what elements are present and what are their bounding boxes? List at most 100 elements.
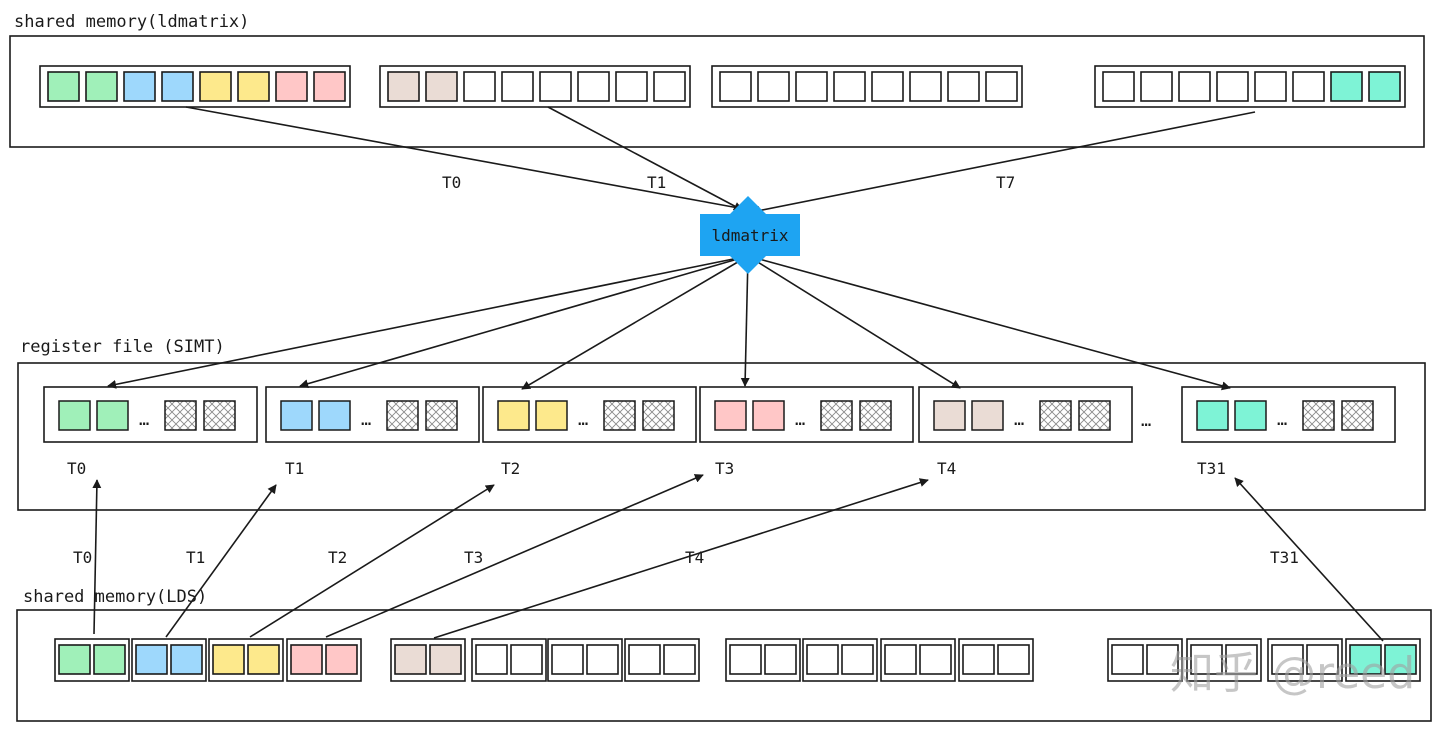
arrow-lds-t2 <box>249 484 495 638</box>
register-cell <box>58 400 91 431</box>
register-cell-unused <box>1341 400 1374 431</box>
watermark: 知乎 @reed <box>1170 648 1415 699</box>
lds-cell <box>586 644 619 675</box>
register-cell <box>971 400 1004 431</box>
register-cell <box>714 400 747 431</box>
arrow-ldmatrix-to-t3 <box>740 255 750 387</box>
memory-cell <box>719 71 752 102</box>
lds-cell <box>1349 644 1382 675</box>
smem-ldmatrix-label: shared memory(ldmatrix) <box>14 12 249 32</box>
register-ellipsis: … <box>578 410 588 430</box>
register-cell <box>1234 400 1267 431</box>
memory-cell <box>463 71 496 102</box>
register-cell-unused <box>425 400 458 431</box>
memory-cell <box>85 71 118 102</box>
lds-label-t3: T3 <box>464 548 483 567</box>
arrow-lds-t1 <box>165 484 277 638</box>
lds-cell <box>290 644 323 675</box>
smem-ldmatrix-rows <box>39 65 1406 108</box>
register-cell-unused <box>1078 400 1111 431</box>
memory-cell <box>425 71 458 102</box>
lds-cell <box>170 644 203 675</box>
lds-cell <box>1225 644 1258 675</box>
reg-label-t1: T1 <box>285 459 304 478</box>
lds-cell <box>764 644 797 675</box>
reg-label-t31: T31 <box>1197 459 1226 478</box>
arrow-ldmatrix-to-t1 <box>299 255 749 389</box>
memory-cell <box>795 71 828 102</box>
register-file-label: register file (SIMT) <box>20 337 225 357</box>
arrow-lds-t31 <box>1234 477 1384 642</box>
memory-cell <box>615 71 648 102</box>
register-cell-unused <box>820 400 853 431</box>
lds-cell <box>729 644 762 675</box>
ldmatrix-label: ldmatrix <box>711 226 788 245</box>
register-cell-unused <box>386 400 419 431</box>
lds-cell <box>628 644 661 675</box>
memory-cell <box>1292 71 1325 102</box>
memory-cell <box>947 71 980 102</box>
ldmatrix-node: ldmatrix <box>700 196 800 274</box>
lds-cell <box>135 644 168 675</box>
lds-cell <box>394 644 427 675</box>
lds-cell <box>884 644 917 675</box>
memory-cell <box>47 71 80 102</box>
register-ellipsis: … <box>1014 410 1024 430</box>
lds-cell <box>510 644 543 675</box>
lds-label-t4: T4 <box>685 548 704 567</box>
register-cell-unused <box>603 400 636 431</box>
memory-cell <box>501 71 534 102</box>
arrow-ldmatrix-to-t0 <box>107 255 749 389</box>
lds-cell <box>962 644 995 675</box>
register-cell-unused <box>203 400 236 431</box>
memory-cell <box>577 71 610 102</box>
lds-cell <box>663 644 696 675</box>
register-ellipsis: … <box>139 410 149 430</box>
arrow-t1-to-ldmatrix <box>547 106 743 211</box>
register-cell <box>96 400 129 431</box>
memory-cell <box>871 71 904 102</box>
memory-cell <box>909 71 942 102</box>
lds-cell <box>1384 644 1417 675</box>
arrow-lds-t4 <box>433 478 929 639</box>
lds-cell <box>58 644 91 675</box>
lds-cell <box>997 644 1030 675</box>
lds-label-t1: T1 <box>186 548 205 567</box>
reg-label-t2: T2 <box>501 459 520 478</box>
lds-cell <box>1146 644 1179 675</box>
register-cell <box>497 400 530 431</box>
top-label-t1: T1 <box>647 173 666 192</box>
arrows <box>92 106 1384 642</box>
register-cell-unused <box>1302 400 1335 431</box>
lds-label-t31: T31 <box>1270 548 1299 567</box>
register-cell-unused <box>859 400 892 431</box>
lds-cell <box>247 644 280 675</box>
lds-cell <box>1190 644 1223 675</box>
top-label-t7: T7 <box>996 173 1015 192</box>
memory-cell <box>1178 71 1211 102</box>
arrow-t7-to-ldmatrix <box>751 111 1256 215</box>
arrow-lds-t3 <box>325 474 704 638</box>
memory-cell <box>123 71 156 102</box>
lds-cell <box>1271 644 1304 675</box>
top-label-t0: T0 <box>442 173 461 192</box>
memory-cell <box>1216 71 1249 102</box>
memory-cell <box>653 71 686 102</box>
memory-cell <box>199 71 232 102</box>
lds-cell <box>429 644 462 675</box>
memory-cell <box>985 71 1018 102</box>
memory-cell <box>237 71 270 102</box>
smem-lds-label: shared memory(LDS) <box>23 587 207 607</box>
memory-cell <box>833 71 866 102</box>
memory-cell <box>161 71 194 102</box>
register-ellipsis: … <box>1277 410 1287 430</box>
register-cell <box>318 400 351 431</box>
register-file-panel <box>17 362 1426 511</box>
register-cell <box>933 400 966 431</box>
smem-ldmatrix-panel <box>9 35 1425 148</box>
smem-lds-panel <box>16 609 1432 722</box>
register-cell <box>280 400 313 431</box>
register-cell-unused <box>642 400 675 431</box>
memory-cell <box>313 71 346 102</box>
